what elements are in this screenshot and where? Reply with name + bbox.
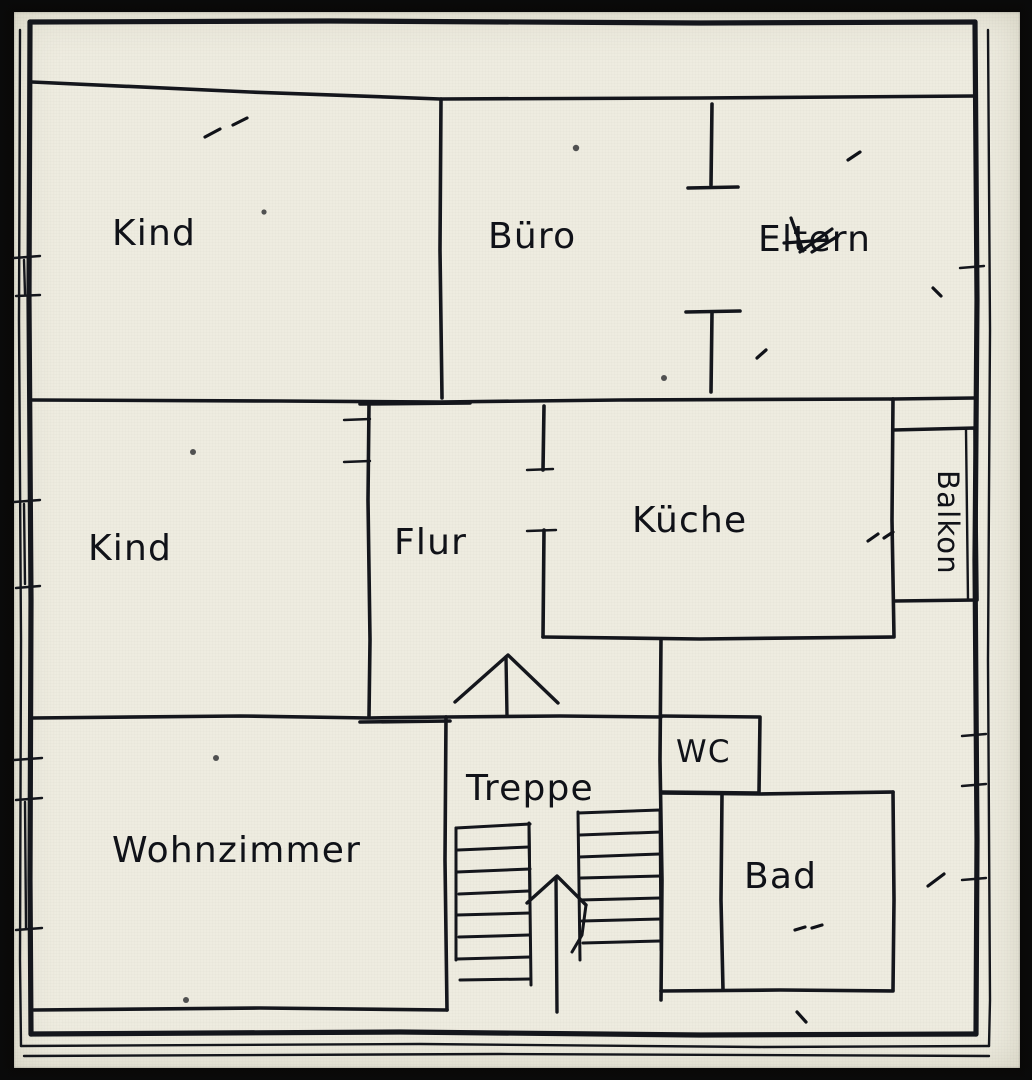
stair-right-step-4: [579, 874, 663, 880]
speck-2: [231, 116, 249, 127]
window-left-1-bottom: [14, 293, 42, 298]
stair-left-step-7: [455, 955, 532, 961]
wall-treppe-top: [444, 714, 663, 719]
door-tick-kind-flur-1: [342, 417, 372, 422]
stair-left-step-2: [456, 845, 531, 852]
wall-buero-eltern-upper: [709, 102, 714, 187]
room-label-wohnzimmer: Wohnzimmer: [112, 830, 361, 871]
speck-8: [190, 449, 196, 455]
wall-bad-right: [891, 790, 896, 992]
room-label-kind-unten: Kind: [88, 528, 172, 569]
wall-bad-bottom: [659, 988, 895, 993]
speck-3: [572, 144, 580, 152]
speck-11: [213, 755, 219, 761]
wall-middle-band-bottom-left: [30, 714, 448, 720]
wall-outer-left: [26, 19, 34, 1037]
wall-flur-kueche-lower: [541, 528, 546, 639]
speck-9: [866, 532, 880, 543]
stair-right-step-2: [578, 830, 663, 837]
stair-right-step-6: [580, 917, 663, 923]
room-label-treppe: Treppe: [465, 768, 594, 809]
room-label-kueche: Küche: [632, 500, 747, 541]
window-left-2-pane: [22, 502, 27, 586]
wall-kind-buero: [438, 97, 444, 400]
speck-1: [203, 127, 222, 139]
staircase: [453, 653, 663, 1014]
wall-wohnzimmer-bottom: [32, 1006, 449, 1012]
stair-arrow-shaft-down: [554, 876, 559, 1014]
wall-kueche-bottom: [541, 635, 895, 641]
balcony-rail: [964, 428, 970, 602]
door-jamb-flur-kueche-2: [525, 528, 558, 533]
stair-left-step-3: [455, 867, 532, 874]
window-right-2-bottom: [960, 782, 988, 788]
window-right-2-top: [960, 732, 988, 738]
wall-outer-top: [27, 18, 978, 26]
window-left-1-top: [12, 254, 42, 260]
speck-14: [810, 923, 824, 930]
speck-13: [793, 925, 807, 932]
middle-band-walls: [30, 397, 979, 724]
speck-16: [183, 997, 189, 1003]
wall-buero-eltern-lower: [709, 311, 714, 394]
stair-right-step-5: [578, 896, 662, 902]
speck-6: [661, 375, 667, 381]
wall-flur-kueche-upper: [541, 404, 546, 472]
window-right-3: [960, 876, 988, 882]
room-label-bad: Bad: [744, 856, 817, 897]
wall-kind-flur: [366, 402, 372, 718]
wall-top-band-bottom-right: [891, 396, 977, 401]
room-label-balkon: Balkon: [931, 470, 965, 575]
wall-under-wc: [659, 790, 895, 796]
window-left-2-top: [12, 498, 42, 504]
speck-4: [846, 150, 862, 162]
stair-arrow-shaft-up: [504, 655, 509, 718]
stair-right-step-3: [577, 852, 662, 859]
wall-top-inner: [30, 80, 977, 101]
stair-landing-left-edge: [527, 822, 532, 902]
speck-5: [931, 286, 943, 298]
stair-left-step-8: [458, 977, 532, 982]
speck-7: [755, 348, 768, 360]
wall-outer-bottom: [28, 1029, 979, 1038]
speck-12: [926, 872, 946, 888]
door-tick-kind-flur-2: [342, 459, 372, 464]
room-label-buero: Büro: [488, 216, 576, 257]
window-marks: [12, 254, 988, 932]
wall-wohnzimmer-right: [443, 715, 449, 1012]
wall-outer-bottom-shadow: [19, 1042, 991, 1049]
stair-right-step-7: [581, 939, 662, 945]
wall-outer-right-shadow: [986, 28, 992, 1048]
wall-middle-band-bottom-thick: [358, 719, 452, 724]
stair-left-step-1: [454, 822, 532, 830]
window-left-1-pane: [22, 258, 27, 296]
window-left-3-top: [12, 756, 44, 762]
room-label-eltern-group: Eltern: [758, 216, 870, 260]
speck-15: [795, 1010, 808, 1024]
door-jamb-buero-eltern-upper: [686, 185, 740, 190]
stair-left-step-6: [457, 933, 531, 939]
window-right-1: [958, 264, 986, 270]
room-label-kind-oben: Kind: [112, 213, 196, 254]
stair-left-step-5: [455, 911, 532, 917]
room-label-wc: WC: [676, 734, 731, 770]
door-jamb-flur-kueche-1: [525, 467, 555, 472]
window-left-3-pane: [23, 800, 28, 930]
wall-outer-bottom-shadow2: [22, 1052, 991, 1058]
door-jamb-buero-eltern-lower: [684, 309, 742, 314]
wall-top-band-bottom-thick: [358, 401, 472, 406]
wall-outer-left-shadow: [17, 28, 23, 1048]
stair-left-step-4: [457, 889, 531, 896]
speck-17: [261, 209, 267, 215]
wall-wc-bad-divider: [719, 792, 725, 992]
stair-right-step-1: [576, 808, 662, 815]
room-label-flur: Flur: [394, 522, 467, 563]
